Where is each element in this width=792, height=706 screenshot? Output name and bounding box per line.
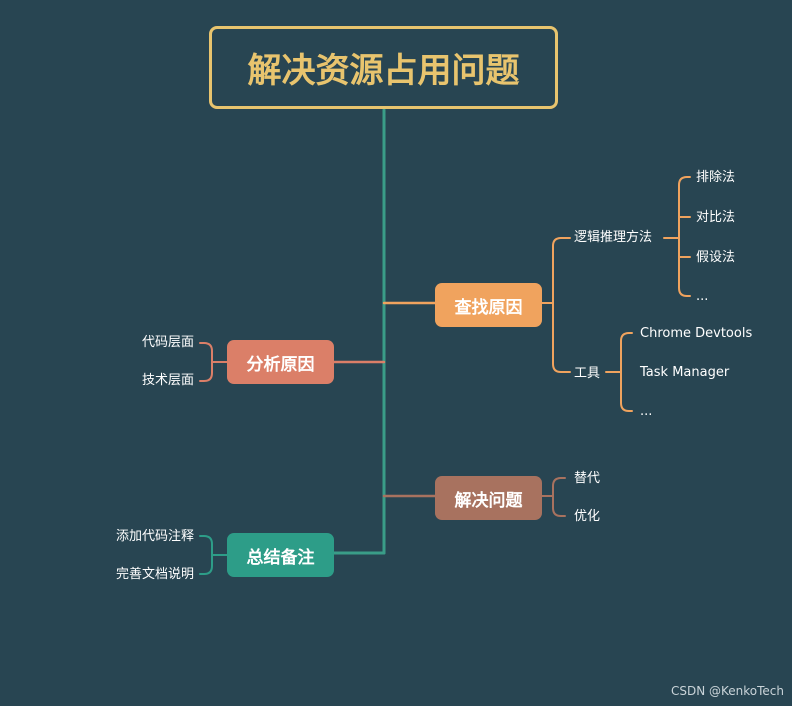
watermark: CSDN @KenkoTech <box>670 684 784 698</box>
branch-find-cause[interactable]: 查找原因 <box>435 283 542 327</box>
leaf-tool-item[interactable]: Task Manager <box>640 365 730 380</box>
bracket-summary <box>199 535 213 575</box>
bracket-find <box>552 237 571 373</box>
leaf-logic-item[interactable]: 假设法 <box>696 250 736 265</box>
leaf-solve-item[interactable]: 替代 <box>574 471 601 486</box>
bracket-logic <box>678 176 691 297</box>
leaf-analyze-item[interactable]: 代码层面 <box>141 335 194 350</box>
leaf-tool-item[interactable]: ... <box>640 404 653 419</box>
branch-solve-problem[interactable]: 解决问题 <box>435 476 542 520</box>
leaf-summary-item[interactable]: 添加代码注释 <box>115 529 194 544</box>
leaf-tool-item[interactable]: Chrome Devtools <box>640 326 753 341</box>
leaf-solve-item[interactable]: 优化 <box>574 509 601 524</box>
leaf-summary-item[interactable]: 完善文档说明 <box>115 567 194 582</box>
branch-analyze-cause[interactable]: 分析原因 <box>227 340 334 384</box>
leaf-logic-item[interactable]: 对比法 <box>696 210 736 225</box>
leaf-logic-item[interactable]: ... <box>696 289 709 304</box>
leaf-logic-item[interactable]: 排除法 <box>696 170 736 185</box>
branch-summary-notes[interactable]: 总结备注 <box>227 533 334 577</box>
bracket-analyze <box>199 342 213 382</box>
bracket-solve <box>552 477 566 517</box>
sub-topic-logic-method[interactable]: 逻辑推理方法 <box>574 230 653 245</box>
bracket-tools <box>620 332 633 412</box>
leaf-analyze-item[interactable]: 技术层面 <box>141 373 194 388</box>
root-topic[interactable]: 解决资源占用问题 <box>209 26 558 109</box>
sub-topic-tools[interactable]: 工具 <box>574 366 601 381</box>
